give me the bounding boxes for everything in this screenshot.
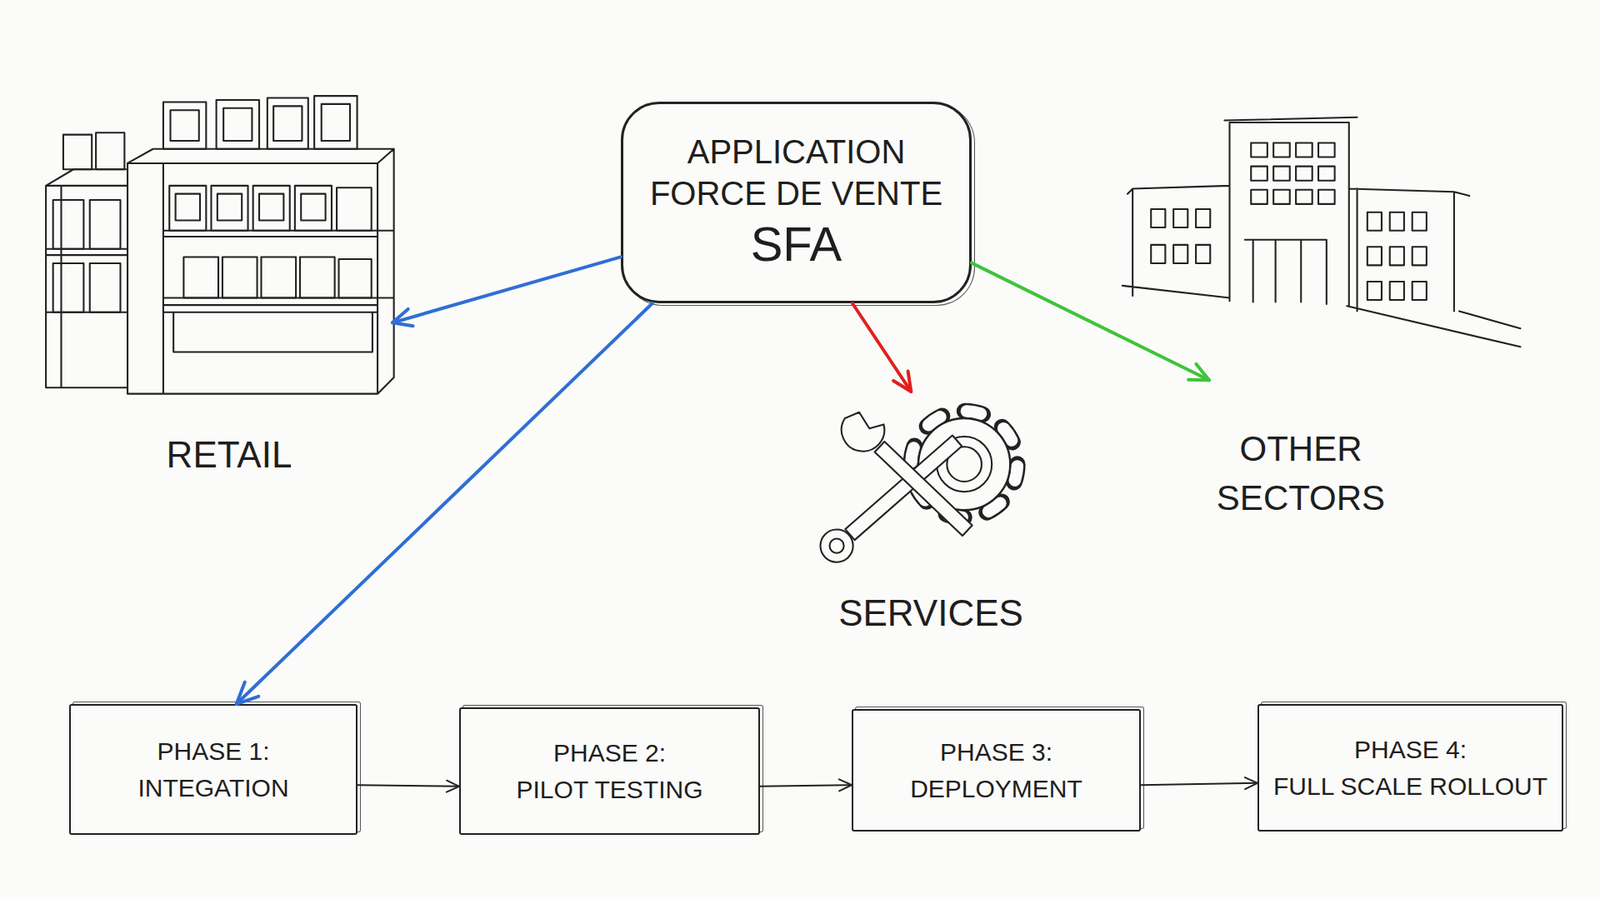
building-windows xyxy=(1150,142,1427,300)
flow-arrow xyxy=(357,785,460,787)
sector-label: RETAIL xyxy=(137,433,321,478)
sector-label: OTHER SECTORS xyxy=(1209,425,1393,524)
illustration-group xyxy=(45,95,1520,563)
phase-box: PHASE 3:DEPLOYMENT xyxy=(851,709,1141,832)
phase-number: PHASE 1: xyxy=(156,733,270,770)
flow-arrow xyxy=(1140,783,1258,785)
phase-box: PHASE 2:PILOT TESTING xyxy=(459,707,760,835)
box-subtitle: SFA xyxy=(638,214,955,275)
phase-number: PHASE 2: xyxy=(553,735,666,772)
building-outline xyxy=(1122,117,1521,348)
sector-node: SERVICES xyxy=(800,391,1059,642)
flow-arrow xyxy=(760,785,852,787)
sector-node: OTHER SECTORS xyxy=(1209,95,1525,534)
phase-number: PHASE 4: xyxy=(1354,731,1467,769)
flow-arrow xyxy=(971,263,1210,381)
phase-box: PHASE 1:INTEGATION xyxy=(69,704,358,835)
phase-name: PILOT TESTING xyxy=(516,771,704,809)
box-title: APPLICATION FORCE DE VENTE xyxy=(638,130,955,215)
sector-node: RETAIL xyxy=(40,91,393,484)
spanner-head xyxy=(841,412,885,452)
phase-box: PHASE 4:FULL SCALE ROLLOUT xyxy=(1257,704,1564,832)
flow-arrow xyxy=(236,303,653,705)
phase-name: INTEGATION xyxy=(137,770,289,807)
app-box: APPLICATION FORCE DE VENTESFA xyxy=(620,101,972,304)
sector-label: SERVICES xyxy=(822,591,1040,636)
flow-arrow xyxy=(852,303,911,392)
wrench-ring-hole xyxy=(830,539,845,554)
phase-name: FULL SCALE ROLLOUT xyxy=(1273,768,1548,805)
wrench-ring xyxy=(820,530,853,563)
shelf-products xyxy=(53,95,372,313)
phase-number: PHASE 3: xyxy=(940,734,1053,771)
spanner-shaft xyxy=(875,441,973,536)
flow-arrow xyxy=(392,256,621,323)
phase-name: DEPLOYMENT xyxy=(910,770,1083,808)
